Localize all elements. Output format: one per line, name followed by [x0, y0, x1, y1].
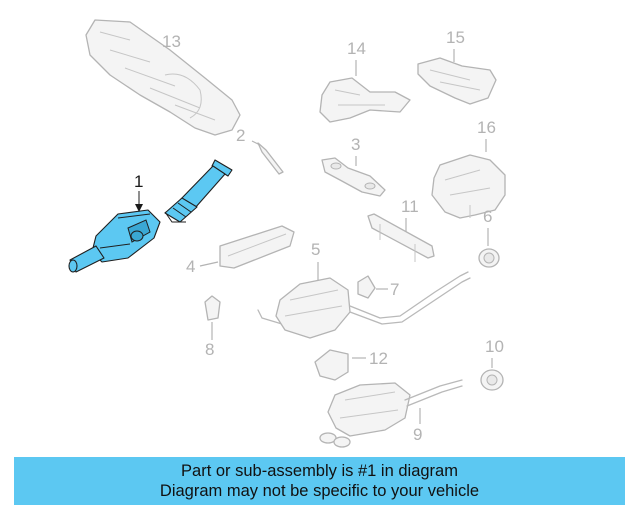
info-banner: Part or sub-assembly is #1 in diagram Di…: [14, 457, 625, 505]
banner-line-1: Part or sub-assembly is #1 in diagram: [181, 462, 458, 480]
part-6-clamp[interactable]: [478, 248, 500, 268]
part-15-bracket[interactable]: [417, 57, 497, 105]
part-14-bracket[interactable]: [319, 77, 411, 123]
banner-line-2: Diagram may not be specific to your vehi…: [159, 482, 480, 500]
callout-4-leader: [199, 261, 219, 267]
callout-7: 7: [390, 280, 399, 299]
callout-1-arrowhead: [135, 204, 143, 212]
callout-3: 3: [351, 135, 360, 154]
callout-16: 16: [477, 118, 496, 137]
part-8-insulator[interactable]: [204, 295, 221, 321]
callout-10: 10: [485, 337, 504, 356]
part-4-gasket[interactable]: [219, 225, 295, 269]
part-2-gasket[interactable]: [257, 142, 284, 175]
part-3-hanger[interactable]: [321, 157, 386, 197]
callout-5: 5: [311, 240, 320, 259]
callout-15: 15: [446, 28, 465, 47]
callout-2: 2: [236, 126, 245, 145]
callout-6: 6: [483, 207, 492, 226]
callout-8: 8: [205, 340, 214, 359]
callout-9: 9: [413, 425, 422, 444]
parts-diagram: 13 2 14 15 3 16 11 6: [68, 19, 506, 448]
callout-1: 1: [134, 172, 143, 191]
callout-4: 4: [186, 257, 195, 276]
callout-14: 14: [347, 39, 366, 58]
callout-2-leader: [251, 140, 261, 146]
callout-13: 13: [162, 32, 181, 51]
callout-11: 11: [401, 197, 419, 216]
part-7-insulator[interactable]: [357, 275, 376, 299]
part-16-bracket[interactable]: [431, 154, 506, 219]
part-1-catalytic-converter[interactable]: [68, 159, 233, 273]
part-13-heat-shield[interactable]: [85, 19, 241, 136]
part-12-bracket[interactable]: [314, 349, 349, 381]
part-5-resonator[interactable]: [257, 271, 471, 339]
part-9-muffler[interactable]: [319, 379, 463, 448]
part-10-clamp[interactable]: [480, 369, 504, 391]
callout-12: 12: [369, 349, 388, 368]
part-11-bracket[interactable]: [367, 213, 435, 262]
